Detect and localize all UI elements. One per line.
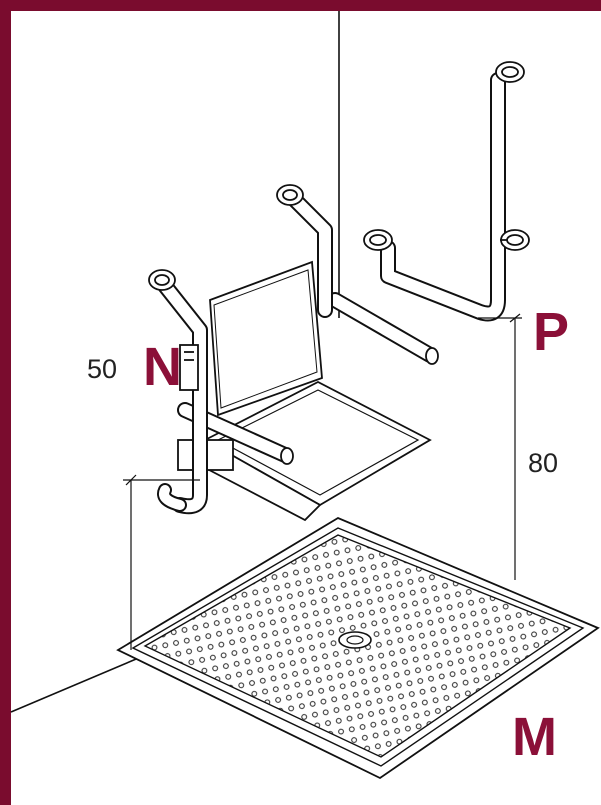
shower-tray (116, 516, 600, 780)
label-p: P (533, 302, 569, 362)
dimension-lines (123, 313, 522, 650)
label-n: N (143, 337, 182, 397)
l-grab-bar (363, 61, 530, 322)
dimension-80: 80 (528, 448, 558, 478)
folding-seat (148, 184, 439, 522)
label-m: M (512, 707, 557, 767)
dimension-50: 50 (87, 354, 117, 384)
